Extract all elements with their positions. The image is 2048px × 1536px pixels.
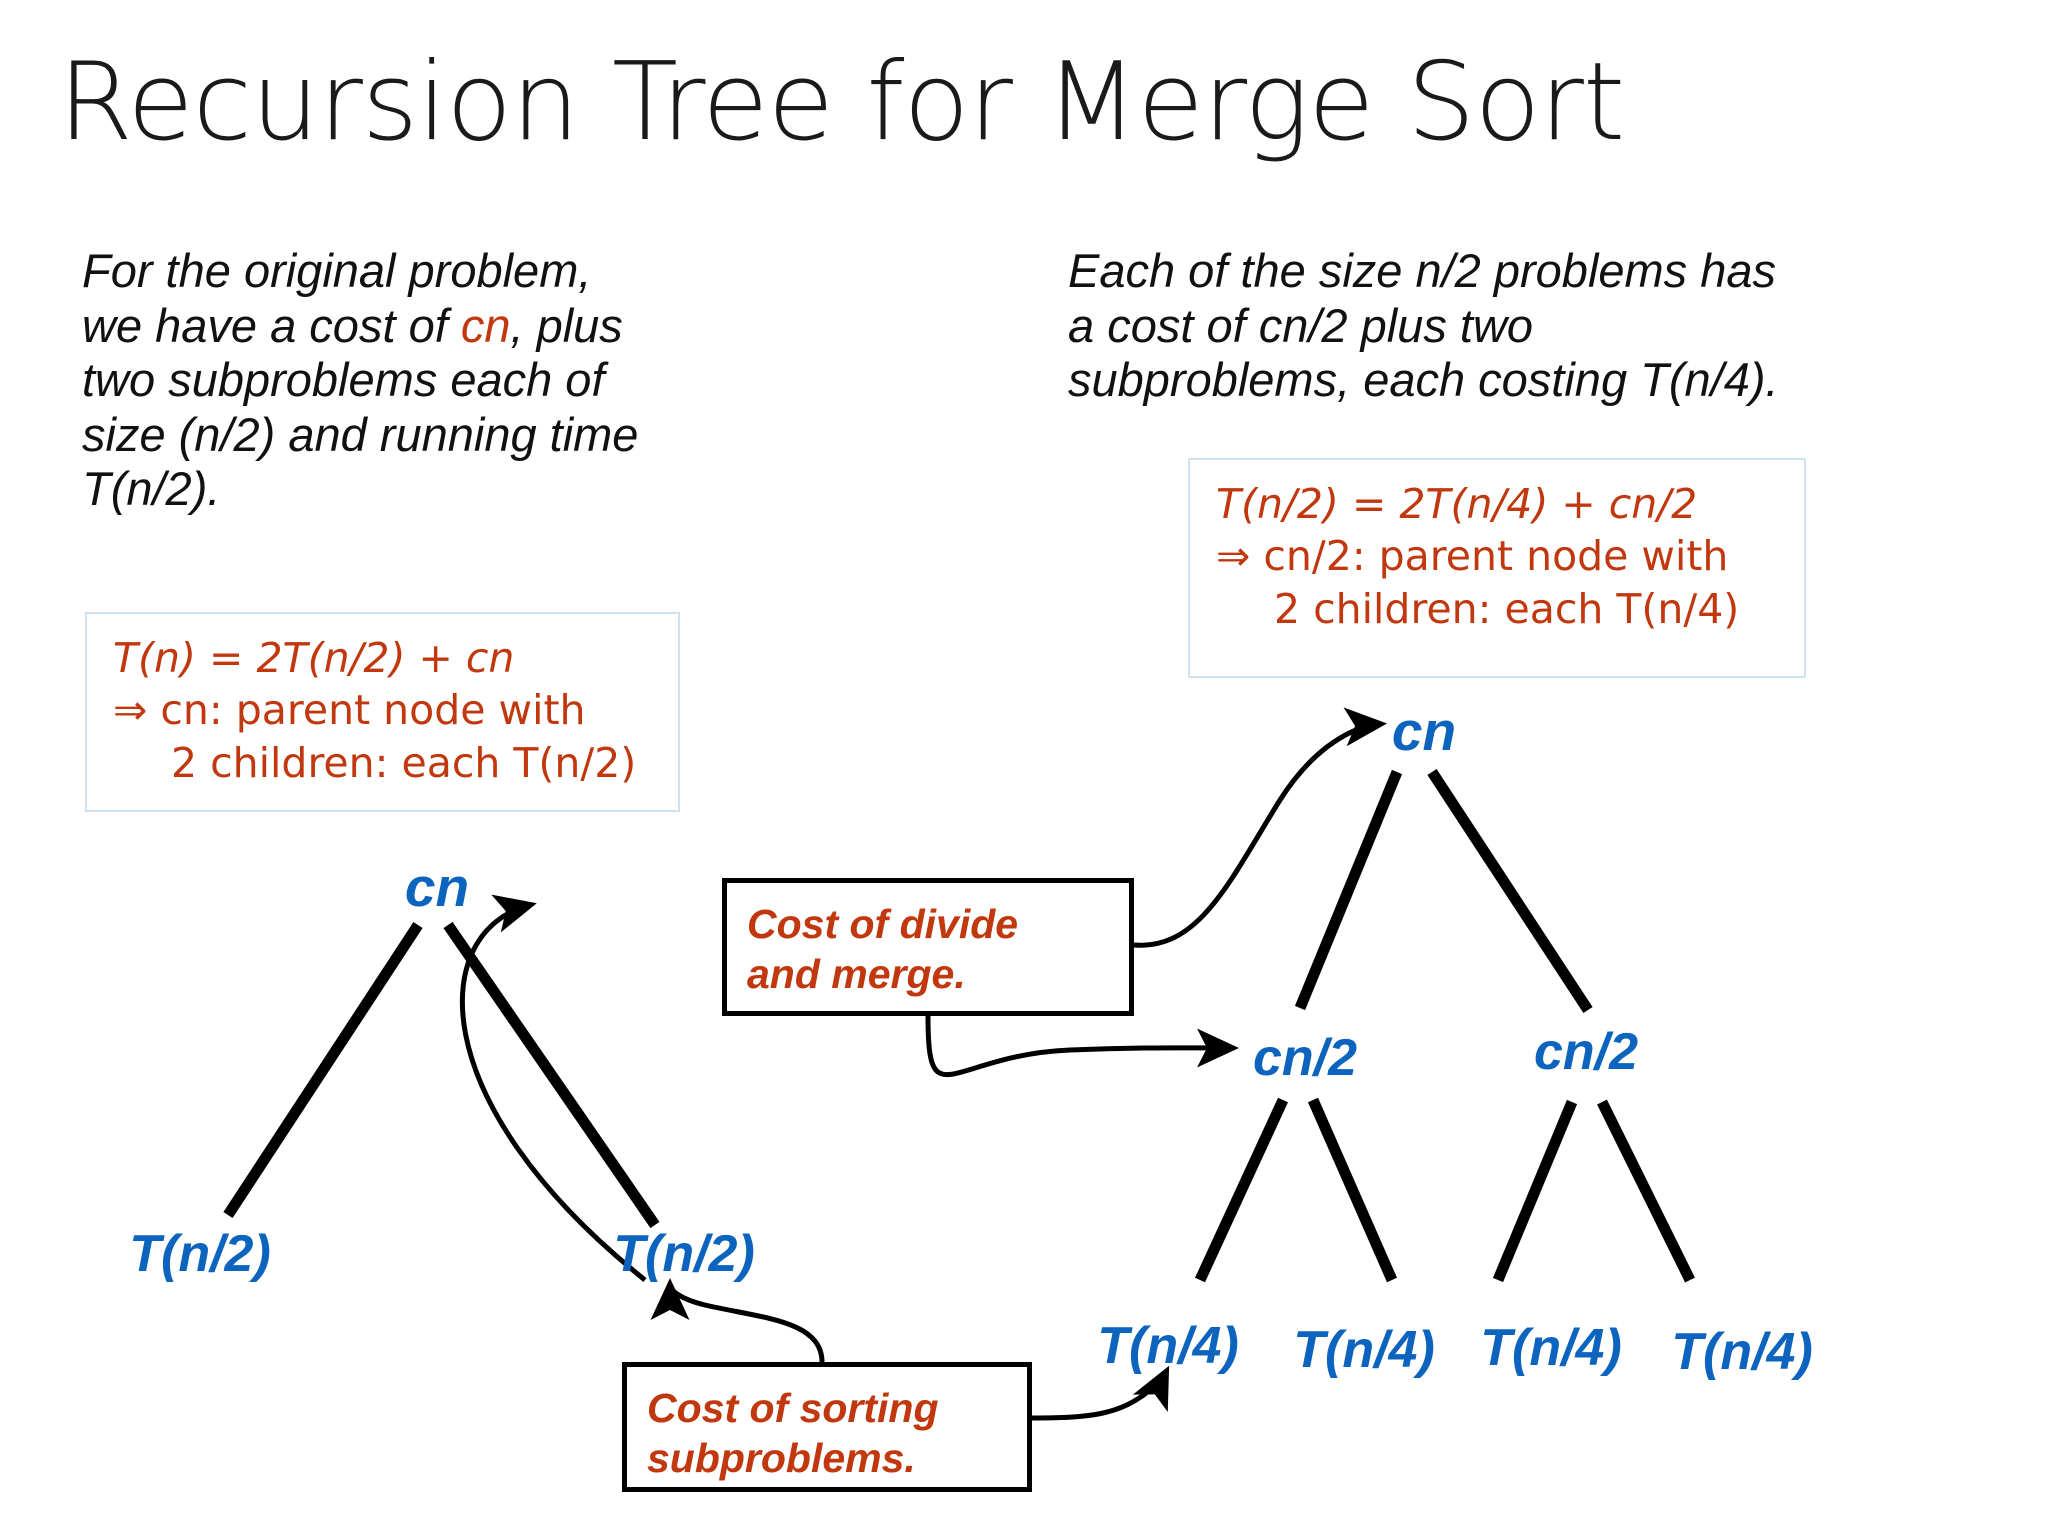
page-title: Recursion Tree for Merge Sort	[58, 40, 1625, 165]
recurrence-right-line-2: ⇒ cn/2: parent node with	[1216, 532, 1729, 581]
narrative-right-line-3: subproblems, each costing T(n/4).	[1068, 353, 1779, 407]
right-tree-leaf-2-label: T(n/4)	[1293, 1321, 1435, 1379]
narrative-left-line-4: size (n/2) and running time	[82, 407, 639, 461]
callout-sorting-line-2: subproblems.	[647, 1435, 916, 1482]
right-tree-level2-1-label: cn/2	[1252, 1029, 1358, 1087]
narrative-left-line-3: two subproblems each of	[82, 353, 605, 407]
callout-sorting-subproblems: Cost of sorting subproblems.	[622, 1362, 1032, 1492]
recurrence-left-line-2: ⇒ cn: parent node with	[113, 686, 586, 735]
arrow-divide-merge-to-root	[1133, 707, 1387, 948]
right-tree-leaf-1-label: T(n/4)	[1097, 1317, 1239, 1375]
right-tree-level2-2-label: cn/2	[1533, 1023, 1639, 1081]
arrow-sorting-to-right-leaf	[1031, 1365, 1170, 1421]
callout-sorting-line-1: Cost of sorting	[647, 1385, 939, 1431]
narrative-right: Each of the size n/2 problems has a cost…	[1068, 244, 1968, 408]
right-tree-leaf-4-label: T(n/4)	[1671, 1323, 1813, 1381]
arrow-sorting-to-left-leaf	[650, 1278, 825, 1363]
narrative-left-line-2-after: , plus	[510, 298, 623, 352]
recurrence-right-line-1: T(n/2) = 2T(n/4) + cn/2	[1216, 480, 1698, 528]
recurrence-right-line-3: 2 children: each T(n/4)	[1274, 584, 1740, 633]
narrative-left: For the original problem, we have a cost…	[82, 244, 802, 517]
narrative-left-line-5: T(n/2).	[82, 462, 221, 516]
right-tree-leaf-3-label: T(n/4)	[1480, 1319, 1622, 1377]
recurrence-box-right: T(n/2) = 2T(n/4) + cn/2 ⇒ cn/2: parent n…	[1188, 458, 1806, 678]
right-tree-root-label: cn	[1391, 700, 1457, 762]
arrow-divide-merge-to-cn2	[925, 1015, 1239, 1078]
left-tree-child-2-label: T(n/2)	[613, 1225, 755, 1283]
narrative-left-line-2-before: we have a cost of	[82, 298, 461, 352]
recurrence-left-line-1: T(n) = 2T(n/2) + cn	[113, 634, 515, 682]
recurrence-box-left: T(n) = 2T(n/2) + cn ⇒ cn: parent node wi…	[85, 612, 680, 812]
left-tree-edges	[223, 921, 660, 1229]
narrative-left-line-2: we have a cost of cn, plus	[82, 299, 802, 354]
left-tree-root-label: cn	[404, 856, 470, 918]
recurrence-left-line-3: 2 children: each T(n/2)	[171, 738, 637, 787]
narrative-right-line-1: Each of the size n/2 problems has	[1068, 244, 1777, 297]
narrative-right-line-2: a cost of cn/2 plus two	[1068, 298, 1534, 352]
left-tree-child-1-label: T(n/2)	[129, 1225, 271, 1283]
narrative-left-line-1: For the original problem,	[82, 244, 592, 297]
callout-divide-merge-line-2: and merge.	[747, 951, 966, 998]
callout-divide-merge-line-1: Cost of divide	[747, 901, 1019, 947]
callout-divide-and-merge: Cost of divide and merge.	[722, 878, 1134, 1016]
narrative-left-cn-highlight: cn	[460, 298, 511, 352]
